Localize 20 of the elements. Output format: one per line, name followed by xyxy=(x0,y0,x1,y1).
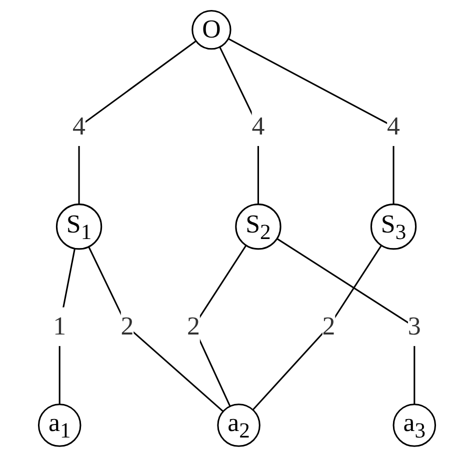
node-circle: a$_{2}$ xyxy=(217,404,260,447)
node-circle: S$_{1}$ xyxy=(56,204,102,250)
connector xyxy=(276,238,416,404)
edge-label: 3 xyxy=(408,312,421,341)
node-circle: S$_{3}$ xyxy=(370,204,417,250)
edge-label: 2 xyxy=(120,312,134,341)
connector xyxy=(252,244,382,410)
connector xyxy=(78,40,196,204)
connector xyxy=(228,38,394,204)
node-circle: a$_{3}$ xyxy=(392,404,436,447)
edge-label: 2 xyxy=(322,312,336,341)
edge-label: 4 xyxy=(387,112,400,141)
node-circle: S$_{2}$ xyxy=(235,204,282,250)
node-circle: O xyxy=(192,10,232,50)
edge-label: 1 xyxy=(53,312,66,341)
edge-label: 4 xyxy=(252,112,265,141)
edge-label: 2 xyxy=(186,312,200,341)
node-circle: a$_{1}$ xyxy=(38,404,82,447)
connector xyxy=(88,246,224,412)
edge-label: 4 xyxy=(72,112,86,141)
